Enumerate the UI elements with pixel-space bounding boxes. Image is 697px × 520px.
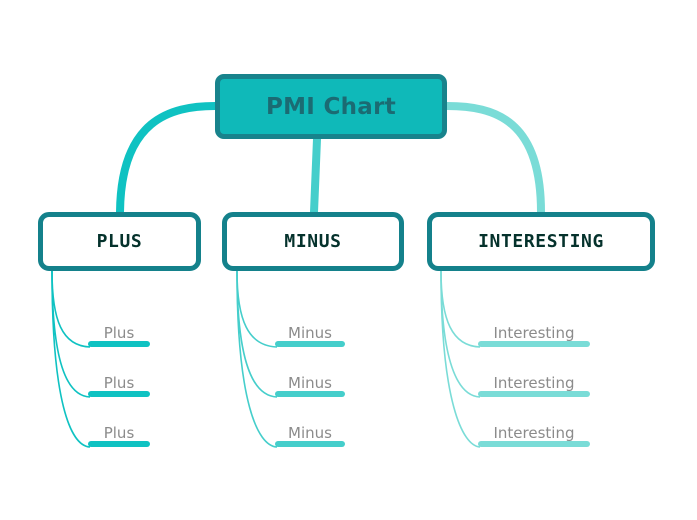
connector-plus-leaf-2 bbox=[51, 270, 91, 398]
branch-node-label: MINUS bbox=[284, 231, 342, 252]
leaf-underline-bar bbox=[275, 441, 345, 447]
branch-node-plus[interactable]: PLUS bbox=[38, 212, 201, 271]
leaf-underline-bar bbox=[478, 341, 590, 347]
leaf-node[interactable]: Minus bbox=[275, 367, 345, 397]
leaf-node-label: Interesting bbox=[493, 374, 575, 392]
connector-minus-leaf-3 bbox=[236, 270, 278, 448]
branch-node-interesting[interactable]: INTERESTING bbox=[427, 212, 655, 271]
connector-interesting-leaf-1 bbox=[440, 270, 481, 348]
root-node-pmi-chart[interactable]: PMI Chart bbox=[215, 74, 447, 139]
leaf-node-label: Minus bbox=[288, 324, 332, 342]
leaf-underline-bar bbox=[88, 391, 150, 397]
connector-interesting-leaf-2 bbox=[440, 270, 481, 398]
connector-plus-leaf-3 bbox=[51, 270, 91, 448]
leaf-underline-bar bbox=[275, 341, 345, 347]
leaf-node[interactable]: Interesting bbox=[478, 417, 590, 447]
leaf-underline-bar bbox=[275, 391, 345, 397]
leaf-node-label: Interesting bbox=[493, 324, 575, 342]
leaf-node-label: Plus bbox=[103, 374, 135, 392]
branch-node-label: PLUS bbox=[96, 231, 143, 252]
branch-node-minus[interactable]: MINUS bbox=[222, 212, 404, 271]
leaf-node-label: Plus bbox=[103, 324, 135, 342]
leaf-node[interactable]: Minus bbox=[275, 317, 345, 347]
leaf-node[interactable]: Plus bbox=[88, 317, 150, 347]
connector-minus-leaf-1 bbox=[236, 270, 278, 348]
connector-root-to-minus bbox=[310, 135, 321, 216]
leaf-node-label: Minus bbox=[288, 374, 332, 392]
leaf-node[interactable]: Plus bbox=[88, 367, 150, 397]
leaf-underline-bar bbox=[478, 441, 590, 447]
leaf-node-label: Minus bbox=[288, 424, 332, 442]
connector-interesting-leaf-3 bbox=[440, 270, 481, 448]
root-node-label: PMI Chart bbox=[265, 93, 397, 120]
connector-minus-leaf-2 bbox=[236, 270, 278, 398]
leaf-underline-bar bbox=[88, 341, 150, 347]
connector-plus-leaf-1 bbox=[51, 270, 91, 348]
leaf-node[interactable]: Interesting bbox=[478, 317, 590, 347]
leaf-node-label: Plus bbox=[103, 424, 135, 442]
connector-root-to-plus bbox=[116, 102, 219, 216]
leaf-node-label: Interesting bbox=[493, 424, 575, 442]
leaf-node[interactable]: Interesting bbox=[478, 367, 590, 397]
leaf-node[interactable]: Plus bbox=[88, 417, 150, 447]
leaf-node[interactable]: Minus bbox=[275, 417, 345, 447]
leaf-underline-bar bbox=[88, 441, 150, 447]
connector-root-to-interesting bbox=[443, 102, 545, 216]
leaf-underline-bar bbox=[478, 391, 590, 397]
branch-node-label: INTERESTING bbox=[478, 231, 604, 252]
